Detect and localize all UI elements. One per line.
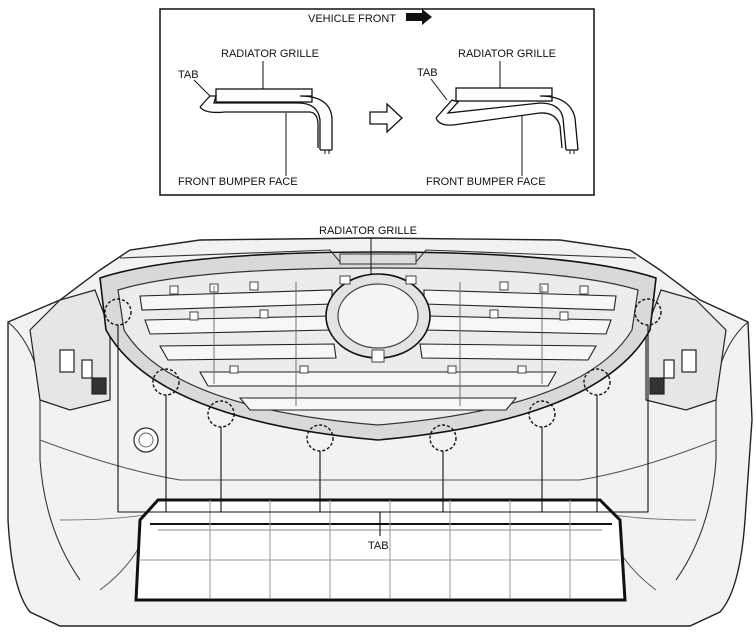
grille-bars <box>139 289 617 411</box>
right-bracket <box>645 289 727 411</box>
before-grille-label: RADIATOR GRILLE <box>221 48 319 60</box>
before-tab-label: TAB <box>178 69 199 81</box>
vehicle-front-label: VEHICLE FRONT <box>308 13 396 25</box>
main-tab-label: TAB <box>368 540 389 552</box>
after-state-detail: RADIATOR GRILLE TAB FRONT BUMPER FACE <box>417 48 579 188</box>
before-bumper-face <box>199 95 333 151</box>
main-grille-label: RADIATOR GRILLE <box>319 225 417 237</box>
tab-leader-lines <box>117 325 649 536</box>
tab-callouts <box>104 298 662 452</box>
transition-arrow-icon <box>369 102 403 134</box>
after-bumper-label: FRONT BUMPER FACE <box>426 176 546 188</box>
after-grille-label: RADIATOR GRILLE <box>458 48 556 60</box>
tab-detail-inset: VEHICLE FRONT RADIATOR GRILLE TAB FRONT … <box>159 8 595 196</box>
before-grille-part <box>215 88 313 103</box>
after-tab-label: TAB <box>417 67 438 79</box>
after-grille-part <box>455 87 553 102</box>
before-state-detail: RADIATOR GRILLE TAB FRONT BUMPER FACE <box>178 48 333 188</box>
left-bracket <box>29 289 111 411</box>
front-bumper-illustration: RADIATOR GRILLE TAB <box>7 225 753 627</box>
vehicle-front-arrow-icon <box>406 9 432 25</box>
after-bumper-face <box>435 95 579 151</box>
emblem-mount <box>325 273 431 363</box>
tow-hook-cover <box>133 427 159 453</box>
before-bumper-label: FRONT BUMPER FACE <box>178 176 298 188</box>
